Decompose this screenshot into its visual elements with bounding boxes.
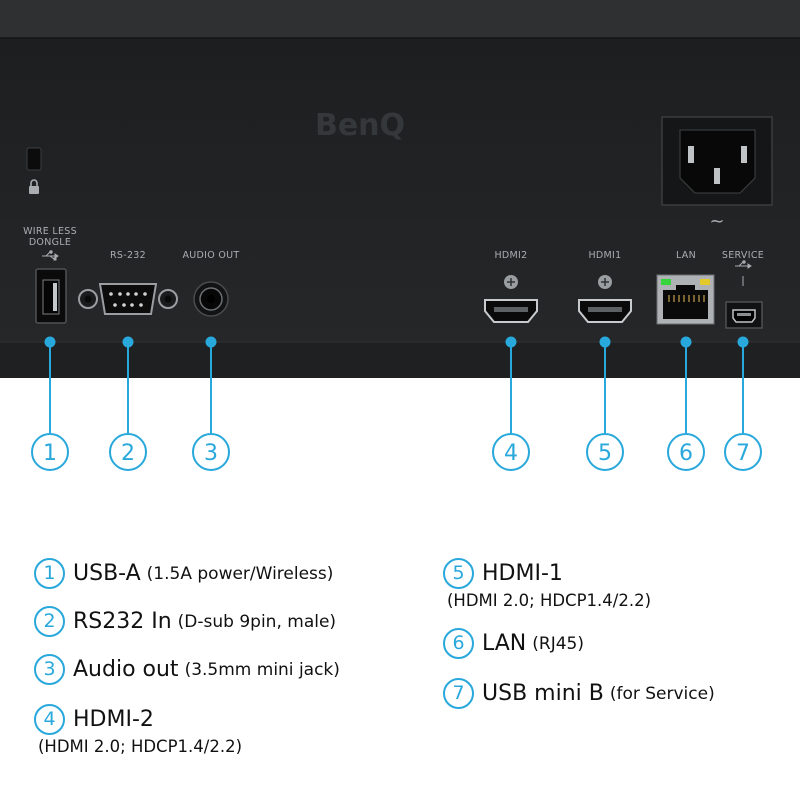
- usb-symbol-icon: [42, 250, 59, 261]
- callout-4: 4: [492, 433, 530, 471]
- hdmi2-port: [484, 299, 538, 323]
- callout-7: 7: [724, 433, 762, 471]
- lan-rj45-port: [656, 274, 715, 325]
- lan-panel-label: LAN: [676, 250, 696, 261]
- padlock-icon: [29, 179, 39, 194]
- usb-a-port: [35, 268, 67, 324]
- screw-icon: [598, 275, 612, 289]
- legend-spec: (HDMI 2.0; HDCP1.4/2.2): [38, 737, 243, 756]
- callout-1: 1: [31, 433, 69, 471]
- legend-name: HDMI-1: [482, 561, 563, 586]
- rs232-panel-label: RS-232: [110, 250, 146, 261]
- legend-item-hdmi-1: 5 HDMI-1 (HDMI 2.0; HDCP1.4/2.2): [443, 558, 651, 610]
- legend-number: 4: [34, 704, 65, 735]
- svg-text:5: 5: [598, 441, 612, 466]
- svg-text:6: 6: [679, 441, 693, 466]
- hdmi1-port: [578, 299, 632, 323]
- legend-spec: (RJ45): [532, 633, 585, 654]
- wireless-dongle-label: DONGLE: [29, 237, 71, 248]
- legend-spec: (HDMI 2.0; HDCP1.4/2.2): [447, 591, 652, 610]
- kensington-lock-icon: [26, 147, 42, 171]
- benq-logo: BenQ: [315, 108, 405, 143]
- callout-leaders: [44, 336, 749, 433]
- legend-number: 5: [443, 558, 474, 589]
- legend-spec: (D-sub 9pin, male): [177, 611, 337, 632]
- legend-item-usb-a: 1 USB-A(1.5A power/Wireless): [34, 558, 333, 589]
- service-panel-label: SERVICE: [722, 250, 764, 261]
- legend-item-usb-mini-b: 7 USB mini B(for Service): [443, 678, 715, 709]
- panel-top-edge: [0, 0, 800, 38]
- audio-out-jack: [193, 281, 229, 317]
- svg-text:3: 3: [204, 441, 218, 466]
- legend-item-hdmi-2: 4 HDMI-2 (HDMI 2.0; HDCP1.4/2.2): [34, 704, 242, 756]
- svg-text:7: 7: [736, 441, 750, 466]
- legend-number: 6: [443, 628, 474, 659]
- ac-symbol: ~: [709, 211, 724, 232]
- callout-3: 3: [192, 433, 230, 471]
- svg-text:4: 4: [504, 441, 518, 466]
- hdmi2-panel-label: HDMI2: [494, 250, 527, 261]
- svg-text:1: 1: [43, 441, 57, 466]
- screw-icon: [504, 275, 518, 289]
- legend-number: 2: [34, 606, 65, 637]
- panel-bottom-edge: [0, 342, 800, 378]
- legend-spec: (for Service): [609, 683, 715, 704]
- svg-text:2: 2: [121, 441, 135, 466]
- usb-mini-b-port: [725, 301, 763, 329]
- audio-out-panel-label: AUDIO OUT: [182, 250, 239, 261]
- legend-item-audio-out: 3 Audio out(3.5mm mini jack): [34, 654, 340, 685]
- legend-spec: (3.5mm mini jack): [184, 659, 340, 680]
- legend-name: USB-A: [73, 561, 141, 586]
- legend-number: 3: [34, 654, 65, 685]
- legend-item-lan: 6 LAN(RJ45): [443, 628, 584, 659]
- legend-name: RS232 In: [73, 609, 172, 634]
- legend-name: Audio out: [73, 657, 179, 682]
- wireless-dongle-label: WIRE LESS: [23, 226, 77, 237]
- legend-number: 1: [34, 558, 65, 589]
- rs232-dsub-port: [78, 283, 178, 315]
- legend-name: USB mini B: [482, 681, 604, 706]
- hdmi1-panel-label: HDMI1: [588, 250, 621, 261]
- callout-6: 6: [667, 433, 705, 471]
- usb-symbol-icon: [735, 260, 752, 269]
- callout-2: 2: [109, 433, 147, 471]
- legend-name: LAN: [482, 631, 527, 656]
- legend-name: HDMI-2: [73, 707, 154, 732]
- legend-spec: (1.5A power/Wireless): [146, 563, 334, 584]
- callout-5: 5: [586, 433, 624, 471]
- power-inlet-icon: [661, 116, 773, 206]
- legend-number: 7: [443, 678, 474, 709]
- legend-item-rs232: 2 RS232 In(D-sub 9pin, male): [34, 606, 336, 637]
